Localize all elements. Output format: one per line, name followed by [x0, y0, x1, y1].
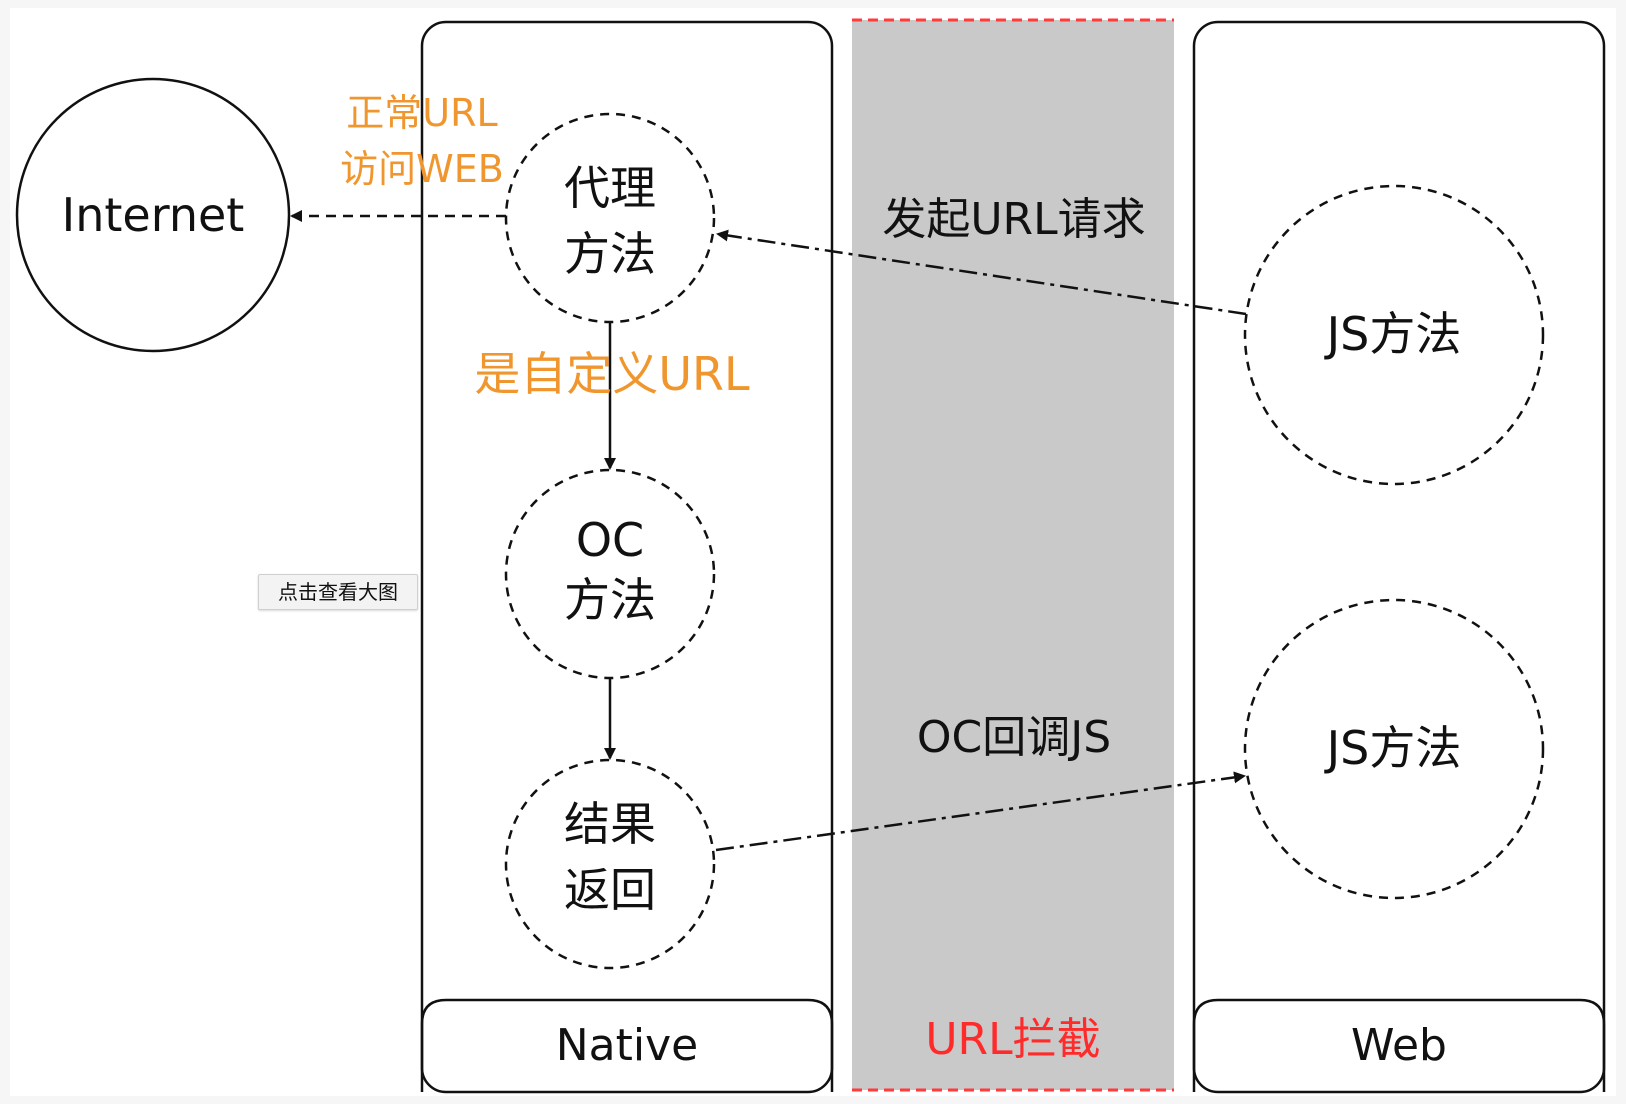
native-lane [420, 20, 834, 1094]
edge-js-to-proxy [716, 229, 1247, 316]
web-lane-label: Web [1351, 1020, 1447, 1071]
js-method-top-label: JS方法 [1324, 307, 1462, 361]
proxy-method-node [504, 112, 716, 324]
js-method-bottom-label: JS方法 [1324, 721, 1462, 775]
result-return-label-line1: 结果 [564, 797, 656, 851]
flow-diagram: Internet 正常URL 访问WEB 代理 方法 是自定义URL OC 方法… [15, 18, 1606, 1094]
result-return-node [504, 758, 716, 970]
diagram-canvas: Internet 正常URL 访问WEB 代理 方法 是自定义URL OC 方法… [10, 8, 1616, 1096]
view-large-image-button[interactable]: 点击查看大图 [258, 574, 418, 610]
native-lane-label: Native [556, 1020, 698, 1071]
initiate-url-request-label: 发起URL请求 [882, 194, 1145, 245]
web-lane [1192, 20, 1606, 1094]
oc-method-label-line1: OC [576, 513, 644, 567]
result-return-label-line2: 返回 [564, 863, 656, 917]
normal-url-label-line2: 访问WEB [340, 147, 504, 191]
url-intercept-label: URL拦截 [925, 1014, 1100, 1065]
js-method-top-node [1243, 184, 1545, 486]
is-custom-url-label: 是自定义URL [474, 347, 750, 401]
normal-url-label-line1: 正常URL [346, 91, 497, 135]
js-method-bottom-node [1243, 598, 1545, 900]
proxy-method-label-line1: 代理 [564, 161, 656, 215]
internet-label: Internet [62, 188, 245, 242]
edge-result-to-js [715, 771, 1246, 852]
proxy-method-label-line2: 方法 [564, 227, 656, 281]
oc-callback-js-label: OC回调JS [917, 712, 1111, 763]
oc-method-label-line2: 方法 [564, 573, 656, 627]
url-intercept-band [852, 18, 1174, 1092]
internet-node [15, 77, 291, 353]
